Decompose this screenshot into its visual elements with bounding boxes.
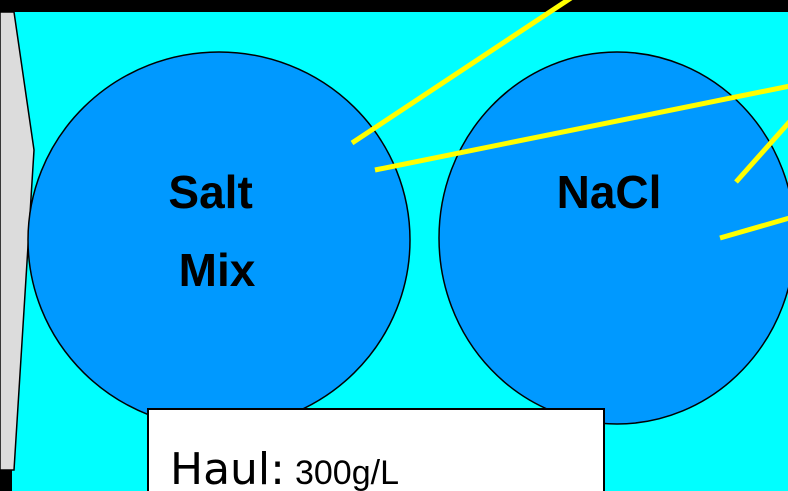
nacl-label: NaCl: [557, 166, 662, 218]
haul-note-prefix: Haul:: [170, 444, 285, 491]
salt-mix-label-line-2: Mix: [179, 244, 256, 296]
connector-line-nacl-lower: [719, 215, 788, 241]
connector-line-nacl-upper: [734, 119, 788, 184]
salt-mix-circle: [27, 51, 411, 429]
connector-line-salt-mix-lower: [374, 83, 788, 173]
haul-note-box: [147, 408, 605, 491]
side-chevron-arrow: [0, 11, 35, 471]
connector-line-salt-mix-upper: [350, 0, 573, 146]
haul-note-value: 300g/L: [295, 454, 399, 491]
haul-note-text: Haul: 300g/L: [170, 444, 399, 491]
nacl-circle: [438, 51, 788, 425]
salt-mix-label: Salt Mix: [168, 166, 265, 296]
salt-mix-label-line-1: Salt: [168, 166, 252, 218]
connector-lines: [350, 0, 788, 241]
nacl-label-line-1: NaCl: [557, 166, 662, 218]
